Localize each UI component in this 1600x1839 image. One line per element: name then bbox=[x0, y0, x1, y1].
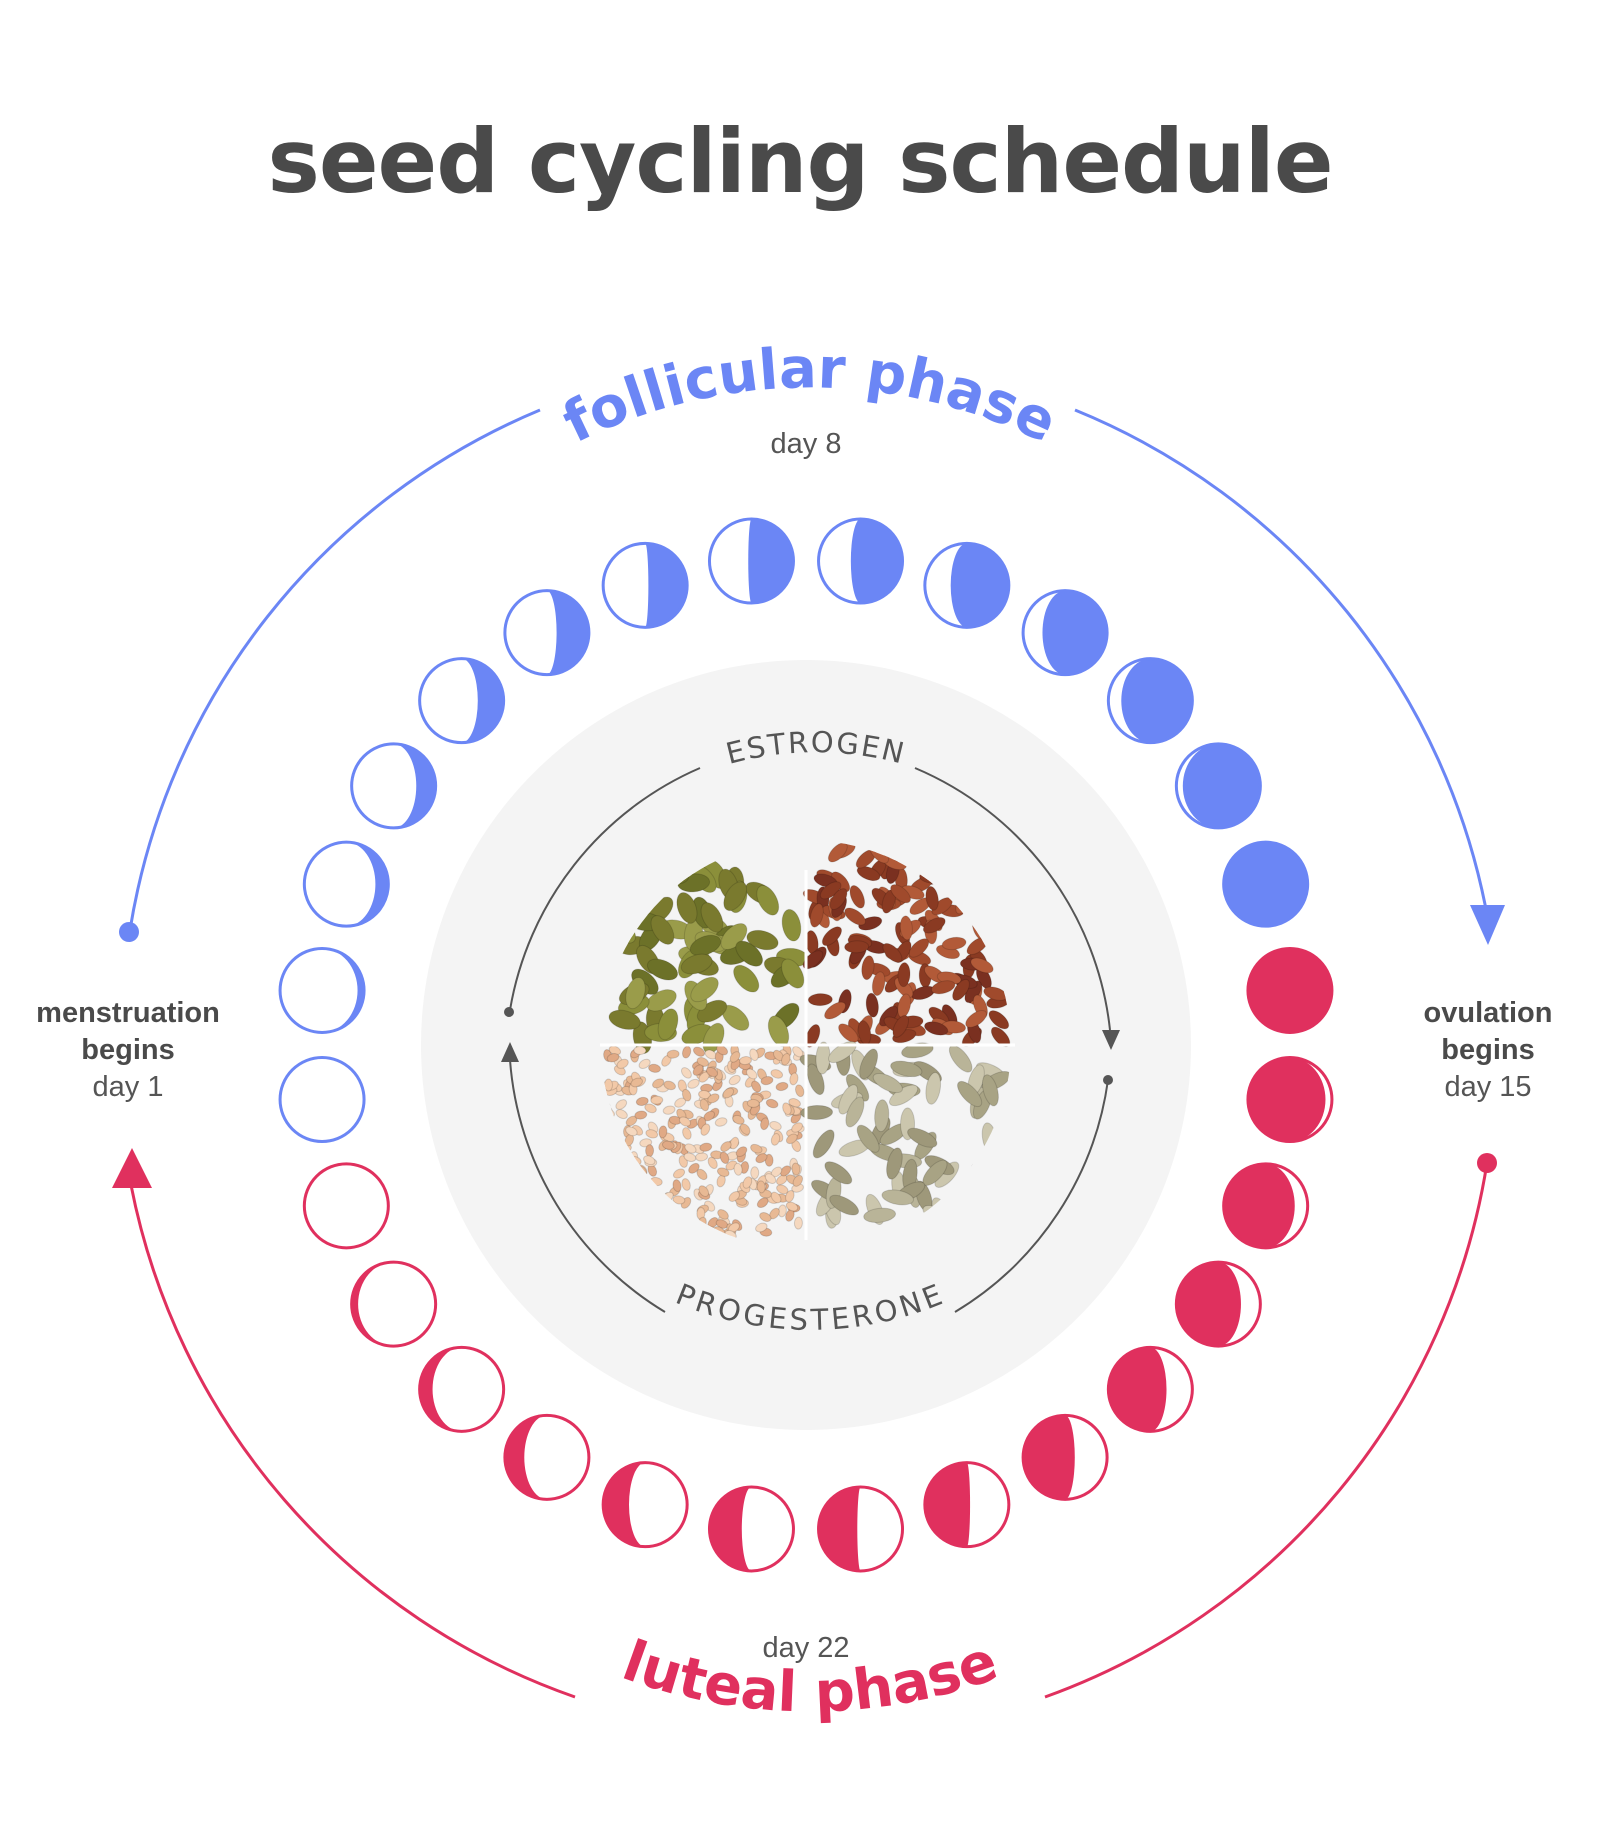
progesterone-arc-left bbox=[509, 1059, 666, 1313]
day-15-label: day 15 bbox=[1444, 1071, 1532, 1103]
ovulation-label: ovulation begins day 15 bbox=[1368, 995, 1600, 1106]
moon-day-15 bbox=[1246, 946, 1334, 1034]
follicular-arc bbox=[128, 408, 541, 931]
moon-day-25 bbox=[503, 1413, 591, 1501]
luteal-arc-left bbox=[129, 1184, 576, 1699]
moon-day-21 bbox=[923, 1461, 1011, 1549]
day-1-label: day 1 bbox=[92, 1071, 164, 1103]
moon-day-23 bbox=[707, 1485, 795, 1573]
day-8-label: day 8 bbox=[770, 428, 842, 460]
moon-day-8 bbox=[707, 517, 795, 605]
progesterone-arc-right bbox=[954, 1079, 1109, 1313]
moon-day-27 bbox=[350, 1260, 438, 1348]
progesterone-arrowhead bbox=[501, 1042, 519, 1062]
moon-day-20 bbox=[1021, 1413, 1109, 1501]
ovulation-line1: ovulation bbox=[1423, 997, 1553, 1029]
moon-day-13 bbox=[1174, 742, 1262, 830]
moon-phase-ring bbox=[278, 517, 1334, 1573]
pumpkin-seeds-quadrant bbox=[602, 859, 809, 1054]
moon-day-14 bbox=[1222, 840, 1310, 928]
luteal-arrowhead bbox=[112, 1148, 152, 1188]
moon-day-24 bbox=[601, 1461, 689, 1549]
follicular-arc-right bbox=[1074, 408, 1490, 921]
moon-day-12 bbox=[1106, 657, 1194, 745]
moon-day-5 bbox=[418, 657, 506, 745]
day-22-label: day 22 bbox=[762, 1632, 850, 1664]
estrogen-arrowhead bbox=[1102, 1030, 1120, 1050]
moon-day-16 bbox=[1246, 1056, 1334, 1144]
moon-day-26 bbox=[418, 1345, 506, 1433]
moon-day-3 bbox=[302, 840, 390, 928]
moon-day-11 bbox=[1021, 589, 1109, 677]
progesterone-start-dot bbox=[1103, 1075, 1113, 1085]
moon-day-22 bbox=[817, 1485, 905, 1573]
moon-day-10 bbox=[923, 541, 1011, 629]
moon-day-4 bbox=[350, 742, 438, 830]
luteal-start-dot bbox=[1477, 1153, 1497, 1173]
menstruation-label: menstruation begins day 1 bbox=[8, 995, 248, 1106]
menstruation-line2: begins bbox=[81, 1034, 175, 1066]
menstruation-line1: menstruation bbox=[36, 997, 220, 1029]
moon-day-7 bbox=[601, 541, 689, 629]
moon-day-18 bbox=[1174, 1260, 1262, 1348]
moon-day-1 bbox=[278, 1056, 366, 1144]
estrogen-arc-right bbox=[914, 767, 1111, 1031]
estrogen-start-dot bbox=[504, 1007, 514, 1017]
luteal-arc bbox=[1044, 1162, 1489, 1699]
moon-day-28 bbox=[302, 1162, 390, 1250]
moon-day-6 bbox=[503, 589, 591, 677]
moon-day-2 bbox=[278, 946, 366, 1034]
follicular-arrowhead bbox=[1470, 905, 1505, 945]
follicular-start-dot bbox=[119, 922, 139, 942]
estrogen-arc-left bbox=[509, 767, 701, 1011]
ovulation-line2: begins bbox=[1441, 1034, 1535, 1066]
moon-day-19 bbox=[1106, 1345, 1194, 1433]
moon-day-9 bbox=[817, 517, 905, 605]
page-title: seed cycling schedule bbox=[267, 110, 1333, 213]
moon-day-17 bbox=[1222, 1162, 1310, 1250]
